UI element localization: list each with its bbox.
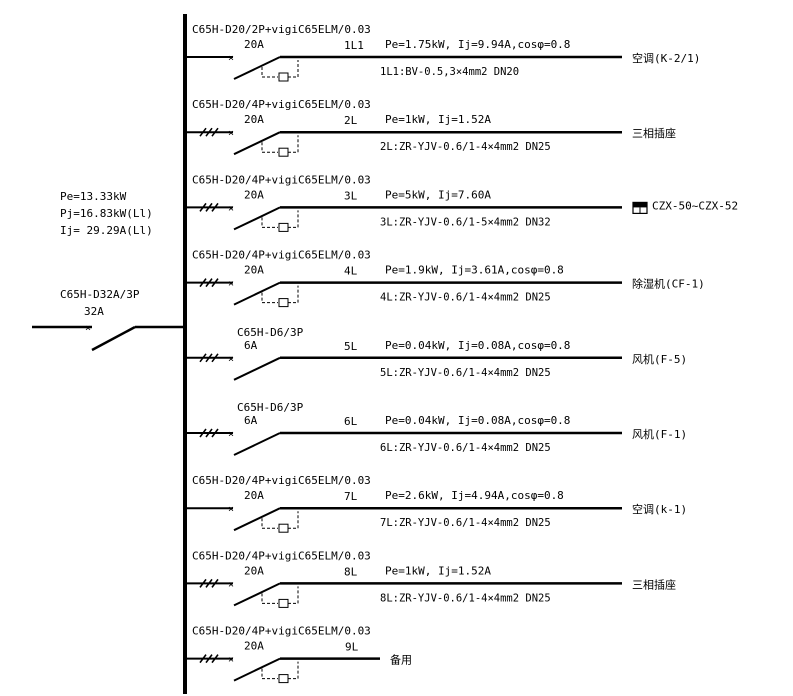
breaker-contact-icon: × <box>228 354 234 365</box>
circuit-cable: 7L:ZR-YJV-0.6/1-4×4mm2 DN25 <box>380 517 551 529</box>
circuit-breaker-label: C65H-D20/2P+vigiC65ELM/0.03 <box>192 23 371 36</box>
rcd-icon <box>278 674 289 684</box>
incoming-pj: Pj=16.83kW(Ll) <box>60 207 153 220</box>
circuit-breaker-label: C65H-D20/4P+vigiC65ELM/0.03 <box>192 474 371 487</box>
circuit-breaker-label: C65H-D20/4P+vigiC65ELM/0.03 <box>192 98 371 111</box>
circuit-breaker-label: C65H-D20/4P+vigiC65ELM/0.03 <box>192 625 371 638</box>
circuit-rating: 20A <box>244 564 264 577</box>
circuit-7L: C65H-D20/4P+vigiC65ELM/0.03 20A × 7L Pe=2.6k… <box>187 474 687 533</box>
circuit-cable: 3L:ZR-YJV-0.6/1-5×4mm2 DN32 <box>380 216 551 228</box>
circuit-rating: 6A <box>244 414 258 427</box>
incoming-breaker: C65H-D32A/3P <box>60 288 140 301</box>
incoming-rating: 32A <box>84 305 104 318</box>
breaker-contact-icon: × <box>228 128 234 139</box>
circuit-rating: 20A <box>244 38 264 51</box>
circuit-id: 8L <box>344 565 358 578</box>
circuit-breaker-label: C65H-D6/3P <box>237 401 304 414</box>
circuit-cable: 2L:ZR-YJV-0.6/1-4×4mm2 DN25 <box>380 141 551 153</box>
circuit-destination: 三相插座 <box>632 126 676 140</box>
circuit-rating: 20A <box>244 188 264 201</box>
circuit-id: 6L <box>344 415 358 428</box>
circuit-id: 5L <box>344 340 358 353</box>
circuit-id: 9L <box>345 641 359 654</box>
circuit-id: 3L <box>344 189 358 202</box>
circuit-breaker-label: C65H-D6/3P <box>237 326 304 339</box>
circuit-load: Pe=5kW, Ij=7.60A <box>385 188 491 201</box>
circuit-cable: 8L:ZR-YJV-0.6/1-4×4mm2 DN25 <box>380 592 551 604</box>
circuit-rating: 20A <box>244 489 264 502</box>
breaker-contact-icon: × <box>228 655 234 666</box>
breaker-contact-icon: × <box>228 429 234 440</box>
circuit-load: Pe=2.6kW, Ij=4.94A,cosφ=0.8 <box>385 489 564 502</box>
svg-text:×: × <box>85 323 91 334</box>
circuit-breaker-label: C65H-D20/4P+vigiC65ELM/0.03 <box>192 249 371 262</box>
circuit-9L: C65H-D20/4P+vigiC65ELM/0.03 20A × 9L 备用 <box>187 625 412 684</box>
circuit-load: Pe=0.04kW, Ij=0.08A,cosφ=0.8 <box>385 414 570 427</box>
circuit-destination: 三相插座 <box>632 577 676 591</box>
rcd-icon <box>278 222 289 232</box>
rcd-icon <box>278 523 289 533</box>
circuit-breaker-label: C65H-D20/4P+vigiC65ELM/0.03 <box>192 549 371 562</box>
circuit-8L: C65H-D20/4P+vigiC65ELM/0.03 20A × 8L Pe=1kW,… <box>187 549 676 608</box>
breaker-contact-icon: × <box>228 579 234 590</box>
circuit-rating: 20A <box>244 264 264 277</box>
incoming-feeder: Pe=13.33kW Pj=16.83kW(Ll) Ij= 29.29A(Ll)… <box>32 190 185 352</box>
circuit-cable: 1L1:BV-0.5,3×4mm2 DN20 <box>380 66 519 78</box>
circuit-load: Pe=1kW, Ij=1.52A <box>385 564 491 577</box>
circuit-id: 2L <box>344 114 358 127</box>
rcd-icon <box>278 147 289 157</box>
circuit-4L: C65H-D20/4P+vigiC65ELM/0.03 20A × 4L Pe=1.9k… <box>187 249 705 308</box>
circuit-destination: 空调(K-2/1) <box>632 51 700 65</box>
circuit-load: Pe=1.9kW, Ij=3.61A,cosφ=0.8 <box>385 264 564 277</box>
circuit-cable: 6L:ZR-YJV-0.6/1-4×4mm2 DN25 <box>380 442 551 454</box>
circuit-cable: 5L:ZR-YJV-0.6/1-4×4mm2 DN25 <box>380 367 551 379</box>
circuit-destination: 备用 <box>390 653 412 667</box>
breaker-contact-icon: × <box>228 279 234 290</box>
circuit-rating: 6A <box>244 339 258 352</box>
incoming-ij: Ij= 29.29A(Ll) <box>60 224 153 237</box>
circuit-rating: 20A <box>244 113 264 126</box>
circuit-1L1: C65H-D20/2P+vigiC65ELM/0.03 20A × 1L1 Pe=1.7… <box>187 23 700 82</box>
circuits: C65H-D20/2P+vigiC65ELM/0.03 20A × 1L1 Pe=1.7… <box>187 23 738 684</box>
circuit-destination: 空调(k-1) <box>632 502 687 516</box>
circuit-destination: CZX-50~CZX-52 <box>652 199 738 212</box>
breaker-contact-icon: × <box>228 203 234 214</box>
circuit-3L: C65H-D20/4P+vigiC65ELM/0.03 20A × 3L Pe=5kW,… <box>187 173 738 232</box>
incoming-pe: Pe=13.33kW <box>60 190 127 203</box>
circuit-id: 1L1 <box>344 39 364 52</box>
circuit-load: Pe=1.75kW, Ij=9.94A,cosφ=0.8 <box>385 38 570 51</box>
circuit-destination: 风机(F-1) <box>632 427 687 441</box>
circuit-destination: 风机(F-5) <box>632 352 687 366</box>
rcd-icon <box>278 72 289 82</box>
circuit-load: Pe=0.04kW, Ij=0.08A,cosφ=0.8 <box>385 339 570 352</box>
circuit-destination: 除湿机(CF-1) <box>632 277 705 291</box>
rcd-icon <box>278 598 289 608</box>
breaker-contact-icon: × <box>228 504 234 515</box>
breaker-contact-icon: × <box>228 53 234 64</box>
circuit-id: 7L <box>344 490 358 503</box>
circuit-load: Pe=1kW, Ij=1.52A <box>385 113 491 126</box>
circuit-cable: 4L:ZR-YJV-0.6/1-4×4mm2 DN25 <box>380 292 551 304</box>
circuit-2L: C65H-D20/4P+vigiC65ELM/0.03 20A × 2L Pe=1kW,… <box>187 98 676 157</box>
circuit-breaker-label: C65H-D20/4P+vigiC65ELM/0.03 <box>192 173 371 186</box>
circuit-id: 4L <box>344 265 358 278</box>
rcd-icon <box>278 298 289 308</box>
circuit-rating: 20A <box>244 640 264 653</box>
